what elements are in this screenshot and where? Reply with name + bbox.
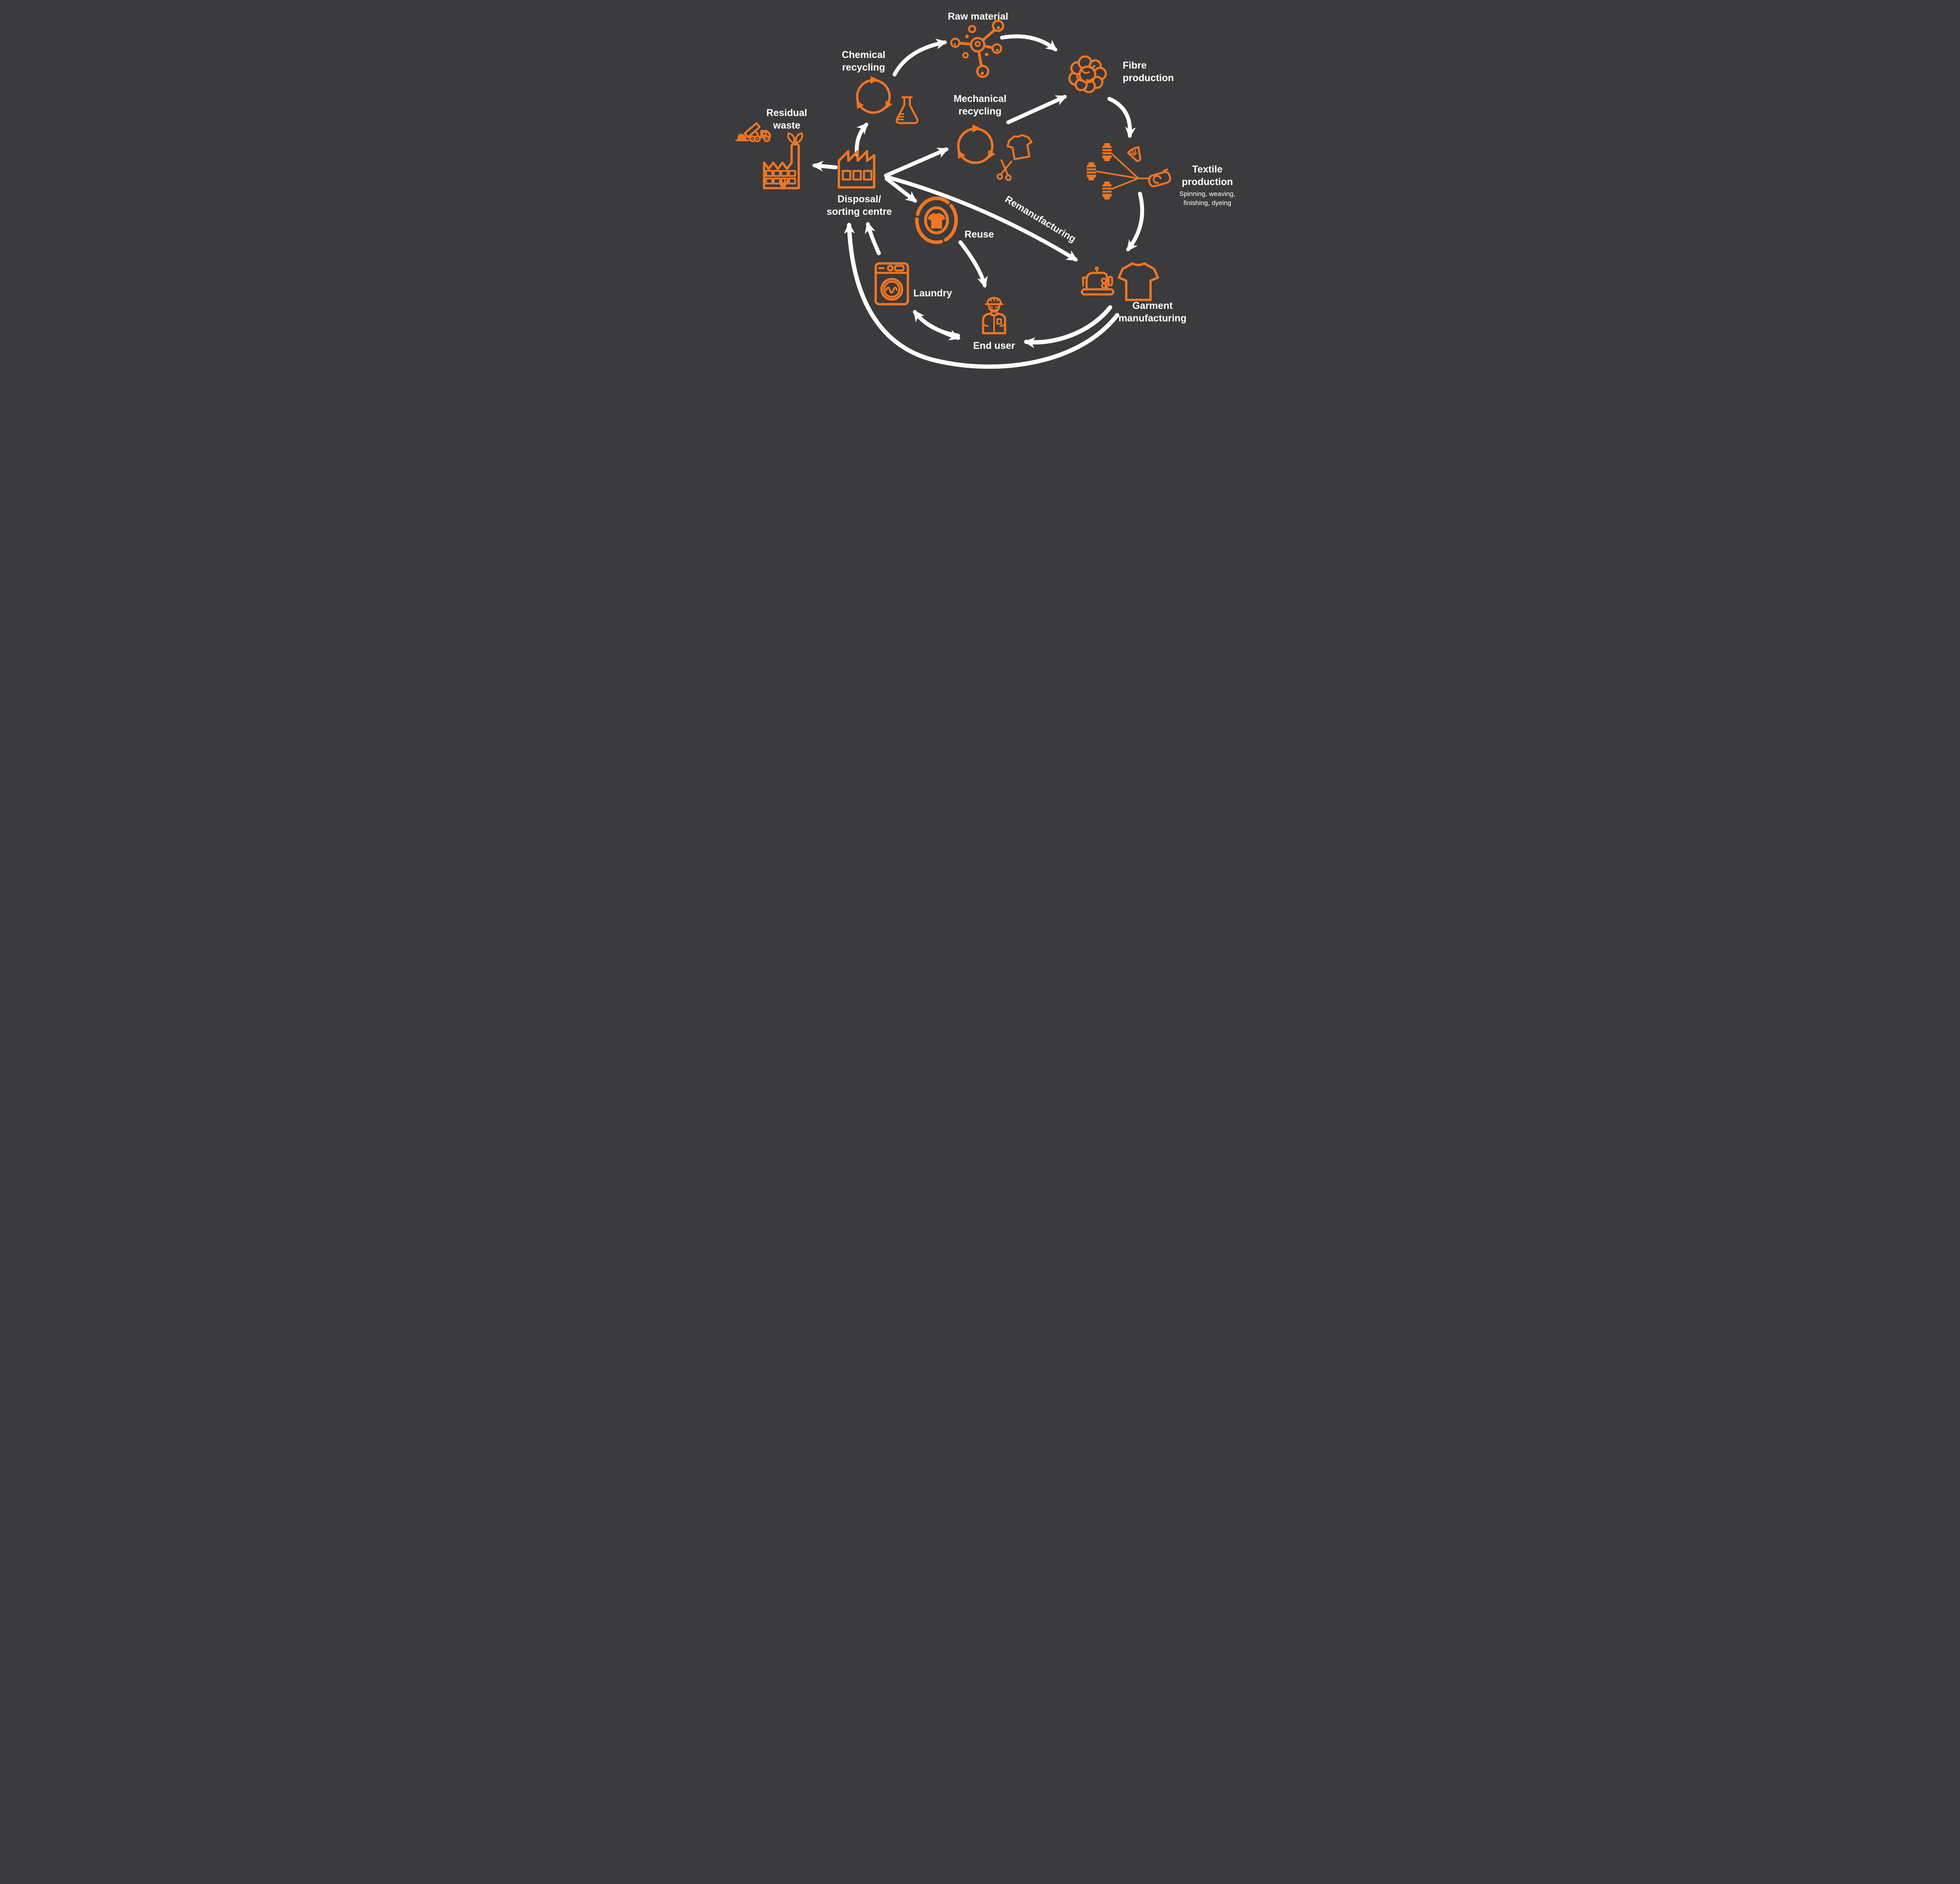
- label-end-user: End user: [973, 340, 1015, 351]
- diagram-canvas: Raw material Chemical recycling Fibre pr…: [735, 11, 1235, 369]
- reuse-cycle-icon: [915, 196, 958, 244]
- label-textile-subtitle-1: Spinning, weaving,: [1179, 190, 1235, 198]
- label-chemical-recycling-1: Chemical: [842, 49, 885, 60]
- thread-spool-icon: [1086, 162, 1096, 181]
- arrow-laundry-to-disposal: [864, 221, 881, 255]
- sewing-machine-icon: [1080, 267, 1114, 296]
- arrow-fibre-to-textile: [1107, 97, 1136, 138]
- funnel-icon: [1127, 146, 1141, 162]
- sorting-factory-icon: [837, 150, 875, 189]
- label-mechanical-recycling-1: Mechanical: [953, 93, 1006, 104]
- scissors-icon: [996, 159, 1012, 181]
- fabric-roll-icon: [1147, 169, 1171, 187]
- textile-circular-economy-diagram: Raw material Chemical recycling Fibre pr…: [725, 0, 1235, 377]
- washing-machine-icon: [874, 262, 909, 305]
- arrow-garment-to-end-user: [1023, 305, 1112, 348]
- arrow-disposal-to-residual-waste: [811, 160, 838, 172]
- label-garment-manufacturing-1: Garment: [1132, 300, 1172, 311]
- small-tshirt-icon: [1006, 134, 1034, 160]
- label-mechanical-recycling-2: recycling: [958, 106, 1002, 117]
- thread-spool-icon: [1102, 181, 1112, 200]
- arrow-mechanical-to-fibre: [1006, 95, 1067, 124]
- arrow-disposal-to-chemical-recycling: [855, 122, 868, 156]
- garment-tshirt-icon: [1119, 263, 1158, 300]
- incinerator-icon: [762, 132, 803, 189]
- arrow-raw-material-to-fibre: [1000, 34, 1057, 51]
- label-textile-production-2: production: [1181, 176, 1233, 187]
- label-garment-manufacturing-2: manufacturing: [1118, 313, 1187, 324]
- thread-spool-icon: [1102, 142, 1112, 162]
- arrow-disposal-to-mechanical-recycling: [884, 147, 949, 178]
- arrow-chemical-to-raw-material: [892, 38, 947, 76]
- arrow-reuse-to-end-user: [958, 240, 988, 288]
- label-textile-production-1: Textile: [1192, 164, 1222, 175]
- arrow-end-user-to-laundry: [913, 310, 960, 338]
- label-chemical-recycling-2: recycling: [842, 62, 885, 73]
- arrow-laundry-to-end-user: [917, 316, 961, 341]
- label-remanufacturing: Remanufacturing: [1003, 194, 1078, 245]
- label-fibre-production-2: production: [1123, 73, 1174, 83]
- chemical-recycle-icon: [853, 76, 899, 121]
- arrow-textile-to-garment: [1126, 192, 1144, 252]
- flask-icon: [895, 96, 918, 124]
- label-fibre-production-1: Fibre: [1123, 60, 1147, 71]
- mechanical-recycle-icon: [954, 124, 1002, 171]
- flow-arrows: [811, 34, 1144, 369]
- arrow-end-user-to-disposal-long: [844, 222, 1119, 369]
- molecule-icon: [950, 20, 1004, 78]
- textile-production-icon: [1086, 142, 1171, 200]
- arrow-disposal-to-reuse: [884, 177, 917, 203]
- worker-icon: [982, 297, 1006, 334]
- label-disposal-1: Disposal/: [837, 194, 881, 205]
- label-laundry: Laundry: [913, 288, 952, 299]
- label-residual-waste-2: waste: [773, 120, 800, 131]
- fibre-ball-icon: [1068, 55, 1107, 93]
- label-reuse: Reuse: [964, 229, 994, 240]
- label-textile-subtitle-2: finishing, dyeing: [1183, 199, 1231, 207]
- label-disposal-2: sorting centre: [826, 206, 892, 217]
- reuse-tshirt-icon: [927, 213, 946, 229]
- label-raw-material: Raw material: [947, 11, 1008, 22]
- dump-truck-icon: [735, 122, 771, 142]
- label-residual-waste-1: Residual: [766, 107, 807, 118]
- arrow-remanufacturing-disposal-to-garment: [885, 175, 1078, 261]
